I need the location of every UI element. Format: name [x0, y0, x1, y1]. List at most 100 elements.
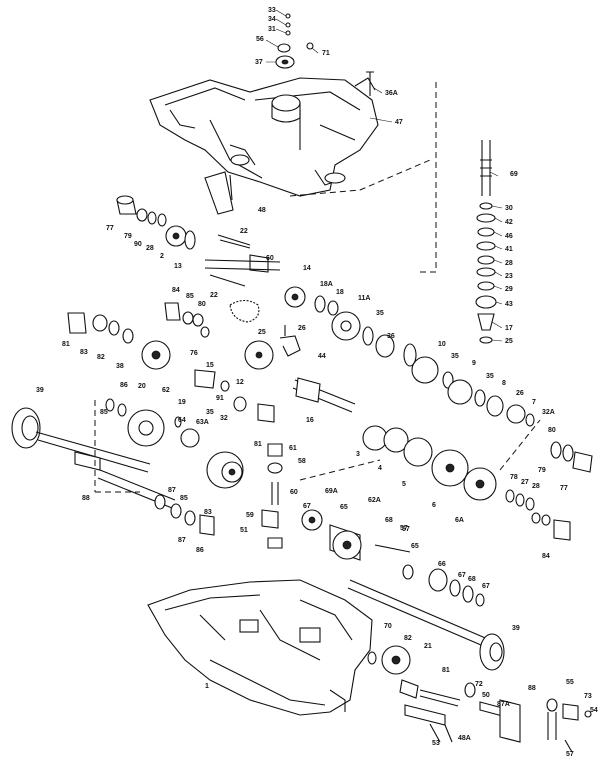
- label-78: 78: [510, 474, 518, 481]
- label-69: 69: [510, 171, 518, 178]
- label-58: 58: [298, 458, 306, 465]
- label-84: 84: [172, 287, 180, 294]
- label-32A: 32A: [542, 409, 555, 416]
- label-85: 85: [186, 293, 194, 300]
- label-48A: 48A: [458, 735, 471, 742]
- label-47: 47: [395, 119, 403, 126]
- leader-lines: [265, 9, 503, 342]
- label-15: 15: [206, 362, 214, 369]
- label-67-a: 67: [303, 503, 311, 510]
- label-27: 27: [521, 479, 529, 486]
- label-41: 41: [505, 246, 513, 253]
- label-30: 30: [505, 205, 513, 212]
- label-5: 5: [402, 481, 406, 488]
- large-gear-62: [105, 396, 275, 489]
- label-33: 33: [268, 7, 276, 14]
- label-6: 6: [432, 502, 436, 509]
- label-31: 31: [268, 26, 276, 33]
- label-87A: 87A: [497, 701, 510, 708]
- label-70: 70: [384, 623, 392, 630]
- label-54: 54: [590, 707, 598, 714]
- label-56: 56: [256, 36, 264, 43]
- label-36: 36: [387, 333, 395, 340]
- label-90: 90: [134, 241, 142, 248]
- label-6A: 6A: [455, 517, 464, 524]
- label-25-b: 25: [258, 329, 266, 336]
- label-35-d: 35: [206, 409, 214, 416]
- label-66: 66: [438, 561, 446, 568]
- label-22-b: 22: [210, 292, 218, 299]
- label-23: 23: [505, 273, 513, 280]
- label-21: 21: [424, 643, 432, 650]
- label-85-c: 85: [180, 495, 188, 502]
- label-11A: 11A: [358, 295, 370, 302]
- label-14: 14: [303, 265, 311, 272]
- label-38: 38: [116, 363, 124, 370]
- label-67-b: 67: [458, 572, 466, 579]
- label-86: 86: [120, 382, 128, 389]
- label-28-c: 28: [532, 483, 540, 490]
- label-63A: 63A: [196, 419, 209, 426]
- label-87-a: 87: [168, 487, 176, 494]
- label-53: 53: [432, 740, 440, 747]
- label-35-a: 35: [376, 310, 384, 317]
- label-72: 72: [475, 681, 483, 688]
- label-81-b: 81: [254, 441, 262, 448]
- label-83-b: 83: [204, 509, 212, 516]
- label-76: 76: [190, 350, 198, 357]
- hub-62A: [301, 509, 411, 561]
- label-16: 16: [306, 417, 314, 424]
- label-37: 37: [255, 59, 263, 66]
- label-28: 28: [146, 245, 154, 252]
- lower-housing: [147, 579, 373, 716]
- label-71: 71: [322, 50, 330, 57]
- label-17: 17: [505, 325, 513, 332]
- label-81-a: 81: [62, 341, 70, 348]
- label-48: 48: [258, 207, 266, 214]
- label-77: 77: [106, 225, 114, 232]
- label-10: 10: [438, 341, 446, 348]
- label-77-b: 77: [560, 485, 568, 492]
- label-79-b: 79: [538, 467, 546, 474]
- shaft-60: [204, 234, 281, 287]
- upper-housing: [149, 77, 379, 197]
- label-82-a: 82: [97, 354, 105, 361]
- label-50: 50: [482, 692, 490, 699]
- label-82-b: 82: [404, 635, 412, 642]
- label-51: 51: [240, 527, 248, 534]
- axle-88: [97, 469, 215, 536]
- label-64: 64: [178, 417, 186, 424]
- middle-left-cluster: [67, 302, 301, 392]
- label-81-c: 81: [442, 667, 450, 674]
- label-57-c: 57: [566, 751, 574, 758]
- label-39-a: 39: [36, 387, 44, 394]
- label-19: 19: [178, 399, 186, 406]
- label-57-a: 57: [400, 525, 408, 532]
- label-57-b: 57: [402, 526, 410, 533]
- upper-left-cluster: [116, 171, 234, 250]
- label-91: 91: [216, 395, 224, 402]
- label-26-b: 26: [516, 390, 524, 397]
- label-22-a: 22: [240, 228, 248, 235]
- label-61: 61: [289, 445, 297, 452]
- callout-labels: 33 34 31 56 71 37 36A 47 48 77 79 90 28 …: [36, 7, 598, 758]
- label-62A: 62A: [368, 497, 381, 504]
- label-43: 43: [505, 301, 513, 308]
- label-35-c: 35: [486, 373, 494, 380]
- label-44: 44: [318, 353, 326, 360]
- label-86-b: 86: [196, 547, 204, 554]
- label-13: 13: [174, 263, 182, 270]
- label-39-b: 39: [512, 625, 520, 632]
- label-73: 73: [584, 693, 592, 700]
- label-26: 26: [298, 325, 306, 332]
- label-18A: 18A: [320, 281, 333, 288]
- label-55: 55: [566, 679, 574, 686]
- label-1: 1: [205, 683, 209, 690]
- label-36A: 36A: [385, 90, 398, 97]
- shaft-16: [292, 377, 356, 413]
- label-60-a: 60: [266, 255, 274, 262]
- label-7: 7: [532, 399, 536, 406]
- label-69A: 69A: [325, 488, 338, 495]
